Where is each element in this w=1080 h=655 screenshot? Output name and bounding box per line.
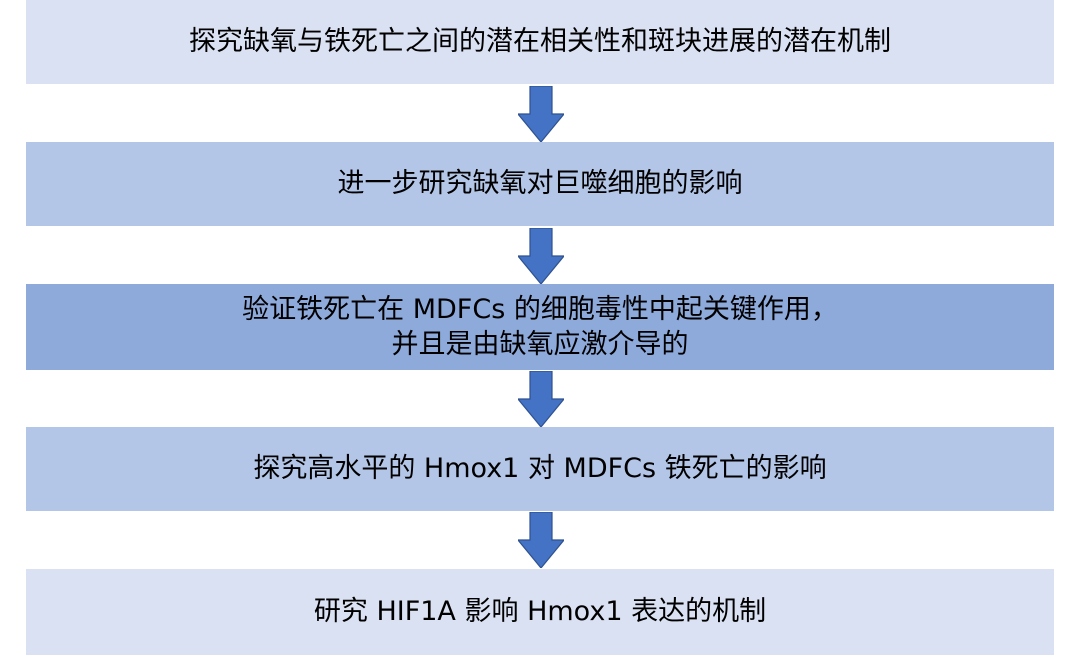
step-box-3: 验证铁死亡在 MDFCs 的细胞毒性中起关键作用， 并且是由缺氧应激介导的 [26, 284, 1054, 370]
down-arrow-icon [518, 512, 564, 568]
down-arrow-icon [518, 371, 564, 427]
step-box-5: 研究 HIF1A 影响 Hmox1 表达的机制 [26, 569, 1054, 655]
step-3-text-line-2: 并且是由缺氧应激介导的 [391, 329, 689, 360]
step-5-text: 研究 HIF1A 影响 Hmox1 表达的机制 [313, 596, 767, 628]
down-arrow-icon [518, 86, 564, 142]
step-2-text: 进一步研究缺氧对巨噬细胞的影响 [337, 168, 743, 200]
step-box-1: 探究缺氧与铁死亡之间的潜在相关性和斑块进展的潜在机制 [26, 0, 1054, 84]
step-box-2: 进一步研究缺氧对巨噬细胞的影响 [26, 142, 1054, 226]
step-1-text: 探究缺氧与铁死亡之间的潜在相关性和斑块进展的潜在机制 [189, 26, 891, 58]
down-arrow-icon [518, 228, 564, 284]
step-3-text-line-1: 验证铁死亡在 MDFCs 的细胞毒性中起关键作用， [242, 293, 838, 325]
step-box-4: 探究高水平的 Hmox1 对 MDFCs 铁死亡的影响 [26, 427, 1054, 511]
step-4-text: 探究高水平的 Hmox1 对 MDFCs 铁死亡的影响 [253, 453, 827, 485]
